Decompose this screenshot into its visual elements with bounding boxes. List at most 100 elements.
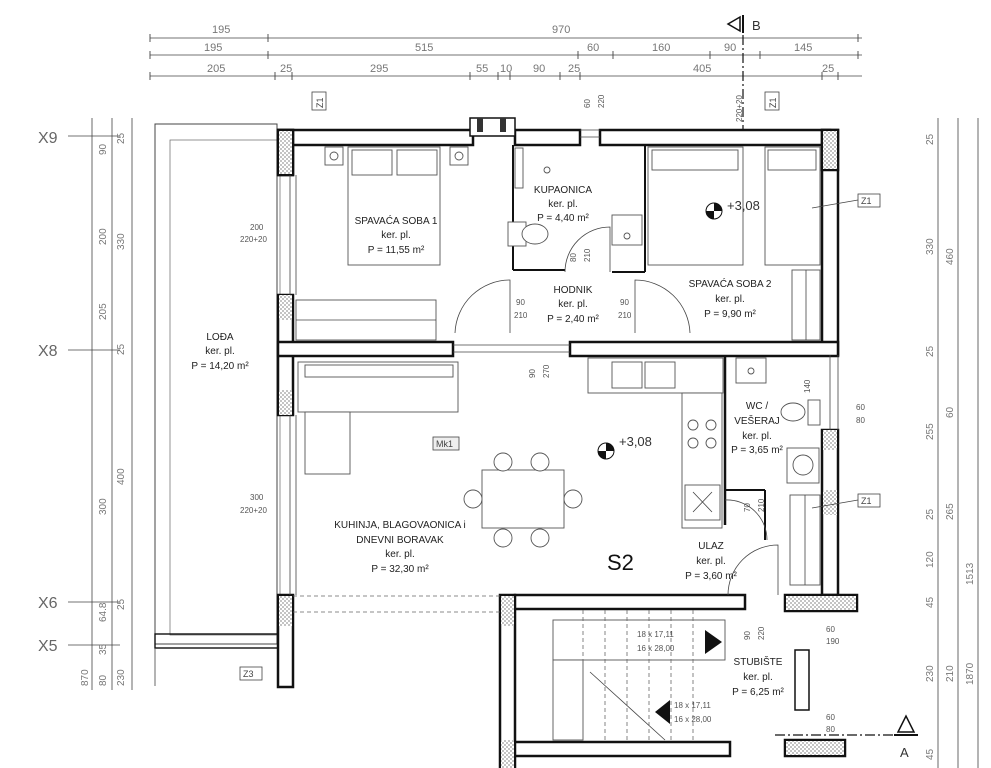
dim-right-25c: 25 bbox=[925, 508, 936, 520]
grid-label-x8: X8 bbox=[38, 343, 58, 360]
stairs-up-b: 16 x 28,00 bbox=[637, 644, 675, 653]
unit-label: S2 bbox=[607, 550, 634, 575]
dim-right-330: 330 bbox=[925, 238, 936, 255]
note-220-20b: 220+20 bbox=[240, 506, 267, 515]
room-living-area: P = 32,30 m² bbox=[371, 564, 429, 575]
room-bedroom1-area: P = 11,55 m² bbox=[368, 245, 425, 256]
dim-left-870: 870 bbox=[80, 669, 91, 686]
dim-top-295: 295 bbox=[370, 63, 388, 75]
room-loggia-floor: ker. pl. bbox=[205, 346, 234, 357]
note-210c: 210 bbox=[583, 248, 592, 262]
windows bbox=[289, 129, 839, 613]
room-entrance-floor: ker. pl. bbox=[696, 556, 725, 567]
note-60d: 60 bbox=[583, 99, 592, 108]
dim-left-35: 35 bbox=[98, 643, 109, 655]
room-bathroom-floor: ker. pl. bbox=[548, 199, 577, 210]
dim-left-80: 80 bbox=[98, 674, 109, 686]
room-loggia-name: LOĐA bbox=[206, 332, 234, 343]
note-80b: 80 bbox=[856, 416, 865, 425]
tag-z1-b: Z1 bbox=[768, 97, 778, 108]
dim-right-1870: 1870 bbox=[965, 662, 976, 685]
dim-top-405: 405 bbox=[693, 63, 711, 75]
dim-top-25a: 25 bbox=[280, 63, 292, 75]
dim-right-255: 255 bbox=[925, 423, 936, 440]
section-mark-b: B bbox=[726, 15, 761, 140]
note-90a: 90 bbox=[516, 298, 525, 307]
note-60a: 60 bbox=[856, 403, 865, 412]
elevation-bedroom2: +3,08 bbox=[727, 198, 760, 213]
dim-right-45b: 45 bbox=[925, 748, 936, 760]
section-label-b: B bbox=[752, 18, 761, 33]
top-dimensions: 195 970 195 515 60 160 90 145 205 25 295… bbox=[149, 24, 862, 80]
columns bbox=[279, 131, 856, 768]
dim-right-120: 120 bbox=[925, 551, 936, 568]
dim-right-45a: 45 bbox=[925, 596, 936, 608]
note-90d: 90 bbox=[743, 631, 752, 640]
dim-top-90b: 90 bbox=[533, 63, 545, 75]
room-wc-area: P = 3,65 m² bbox=[731, 445, 783, 456]
furniture bbox=[295, 146, 821, 586]
opening-notes: 200 220+20 300 220+20 90 210 90 210 80 2… bbox=[240, 94, 865, 734]
stairs-up-a: 18 x 17,11 bbox=[637, 630, 674, 639]
dim-right-1513: 1513 bbox=[965, 562, 976, 585]
dim-right-460: 460 bbox=[945, 248, 956, 265]
room-loggia-area: P = 14,20 m² bbox=[191, 361, 249, 372]
room-living-name-2: DNEVNI BORAVAK bbox=[356, 535, 444, 546]
dim-left-205: 205 bbox=[98, 303, 109, 320]
left-dimensions: 25 90 200 330 205 25 300 400 25 64.8 35 … bbox=[80, 118, 133, 690]
dim-top-25b: 25 bbox=[568, 63, 580, 75]
dim-left-200: 200 bbox=[98, 228, 109, 245]
dim-top-160: 160 bbox=[652, 42, 670, 54]
dim-top-970: 970 bbox=[552, 24, 570, 36]
room-bedroom1-floor: ker. pl. bbox=[381, 230, 410, 241]
doors bbox=[453, 226, 779, 596]
section-mark-a: A bbox=[775, 714, 918, 760]
grid-labels: X9 X8 X6 X5 bbox=[38, 130, 120, 655]
tag-z3: Z3 bbox=[243, 669, 254, 679]
dim-top-25c: 25 bbox=[822, 63, 834, 75]
room-wc-name-1: WC / bbox=[746, 401, 768, 412]
dim-left-330: 330 bbox=[116, 233, 127, 250]
room-bedroom2-floor: ker. pl. bbox=[715, 294, 744, 305]
note-220a: 220 bbox=[757, 626, 766, 640]
room-hall-floor: ker. pl. bbox=[558, 299, 587, 310]
dim-top-195a: 195 bbox=[212, 24, 230, 36]
dim-top-145: 145 bbox=[794, 42, 812, 54]
dim-top-90: 90 bbox=[724, 42, 736, 54]
stairs-down-a: 18 x 17,11 bbox=[674, 701, 711, 710]
note-60c: 60 bbox=[826, 713, 835, 722]
dim-right-230: 230 bbox=[925, 665, 936, 682]
note-220-20c: 220+20 bbox=[735, 95, 744, 122]
dim-left-230: 230 bbox=[116, 669, 127, 686]
dim-top-205: 205 bbox=[207, 63, 225, 75]
dim-left-648: 64.8 bbox=[98, 602, 109, 622]
dim-left-25a: 25 bbox=[116, 132, 127, 144]
room-stairs-floor: ker. pl. bbox=[743, 672, 772, 683]
dim-left-90: 90 bbox=[98, 143, 109, 155]
room-bathroom-name: KUPAONICA bbox=[534, 185, 592, 196]
elevation-living: +3,08 bbox=[619, 434, 652, 449]
note-140: 140 bbox=[803, 379, 812, 393]
room-labels: SPAVAĆA SOBA 1 ker. pl. P = 11,55 m² KUP… bbox=[191, 185, 784, 698]
room-wc-name-2: VEŠERAJ bbox=[734, 414, 780, 427]
elevation-markers: +3,08 +3,08 bbox=[597, 198, 760, 460]
dim-right-210: 210 bbox=[945, 665, 956, 682]
room-wc-floor: ker. pl. bbox=[742, 431, 771, 442]
tag-mk1: Mk1 bbox=[436, 439, 453, 449]
room-bedroom2-name: SPAVAĆA SOBA 2 bbox=[689, 277, 772, 290]
dim-left-25b: 25 bbox=[116, 343, 127, 355]
dim-right-265: 265 bbox=[945, 503, 956, 520]
dim-right-60: 60 bbox=[945, 406, 956, 418]
grid-label-x6: X6 bbox=[38, 595, 58, 612]
room-stairs-area: P = 6,25 m² bbox=[732, 687, 784, 698]
note-300: 300 bbox=[250, 493, 264, 502]
dim-top-55: 55 bbox=[476, 63, 488, 75]
room-hall-area: P = 2,40 m² bbox=[547, 314, 599, 325]
note-90c: 90 bbox=[528, 369, 537, 378]
dim-top-10: 10 bbox=[500, 63, 512, 75]
dim-left-300: 300 bbox=[98, 498, 109, 515]
room-entrance-name: ULAZ bbox=[698, 541, 724, 552]
note-60b: 60 bbox=[826, 625, 835, 634]
note-220b: 220 bbox=[597, 94, 606, 108]
